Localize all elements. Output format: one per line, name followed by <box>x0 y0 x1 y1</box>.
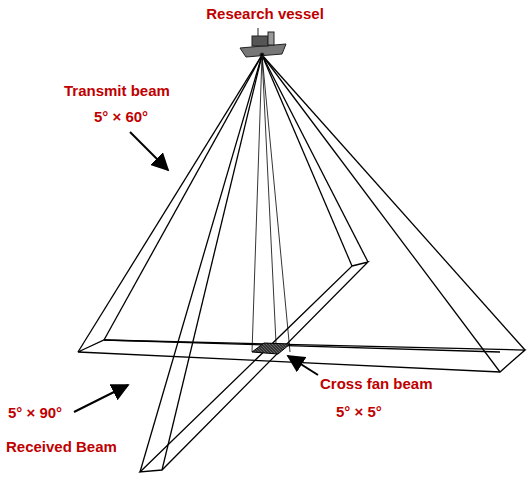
callout-label: Transmit beam <box>62 82 172 100</box>
callout-label: 5° × 5° <box>334 403 384 421</box>
callout-label: 5° × 60° <box>92 108 150 126</box>
callout-label: 5° × 90° <box>6 404 64 422</box>
beam-lines <box>78 55 525 472</box>
callout-label: Cross fan beam <box>318 375 435 393</box>
callout-label: Research vessel <box>204 5 326 23</box>
callout-label: Received Beam <box>4 438 119 456</box>
research-vessel <box>240 28 286 57</box>
cross-fan-footprint <box>252 343 290 354</box>
pointer-arrows <box>74 132 318 412</box>
